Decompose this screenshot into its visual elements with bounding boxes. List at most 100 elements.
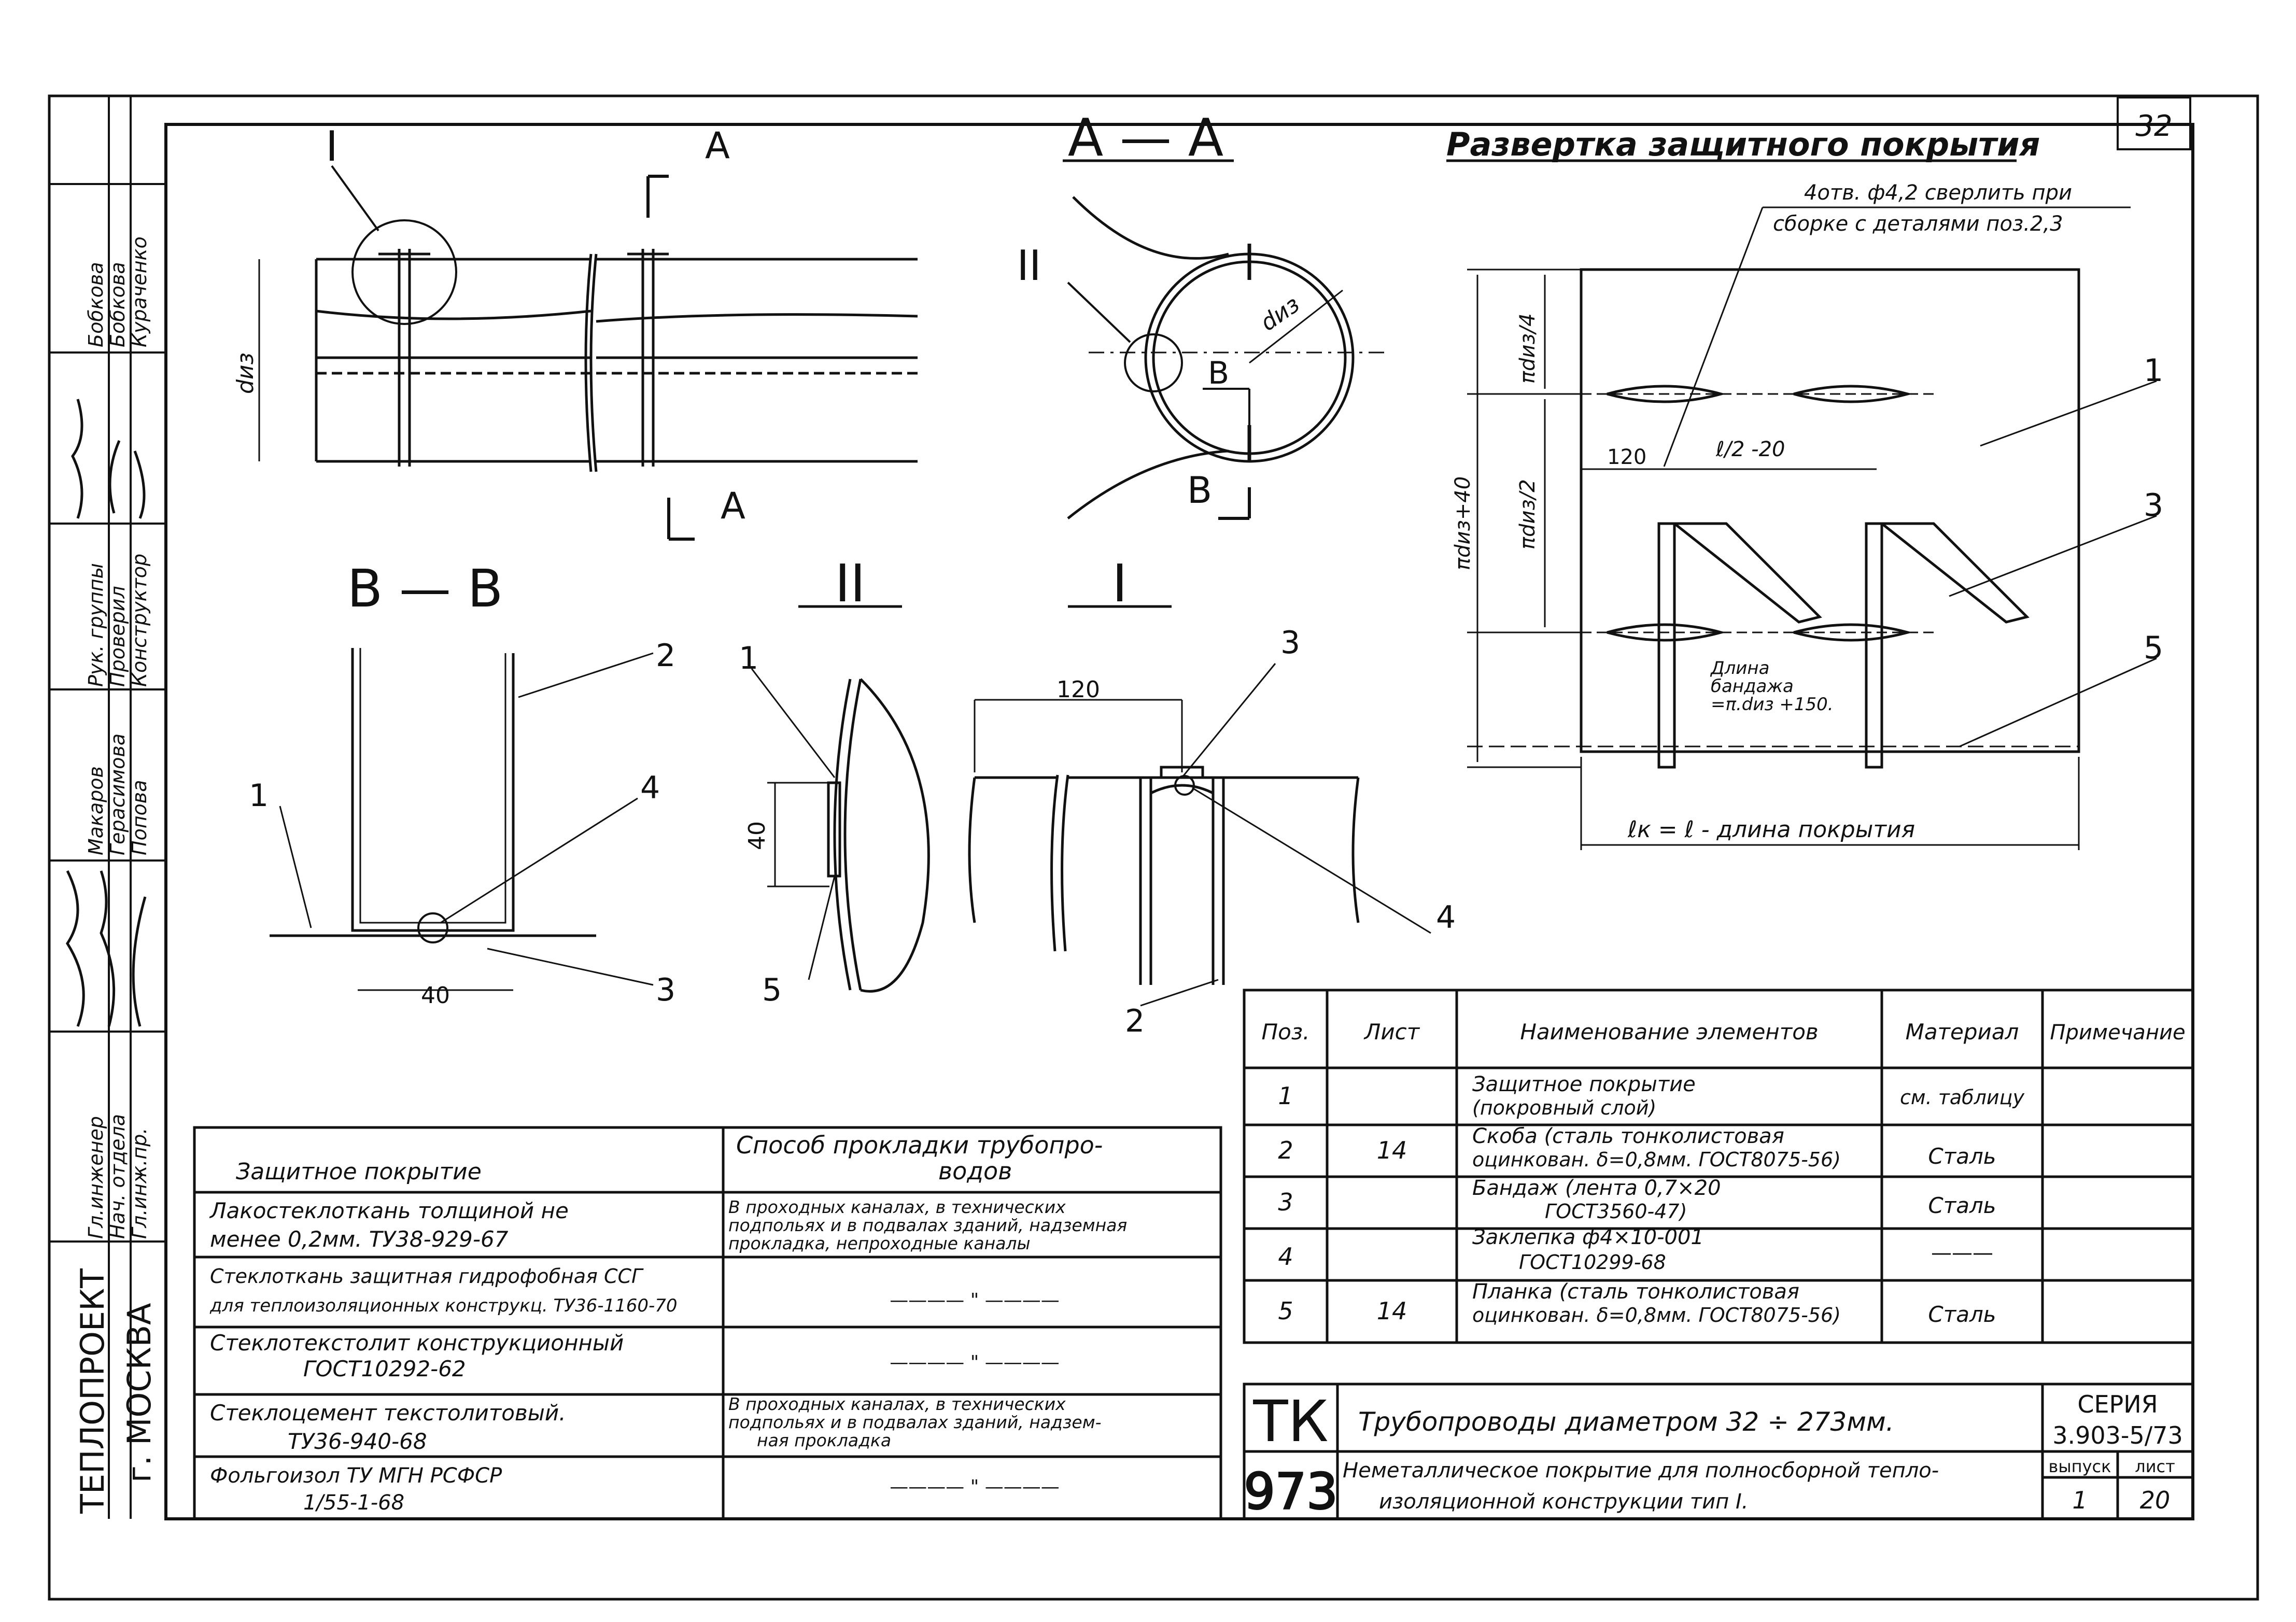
parts-header-note: Примечание	[2050, 1021, 2185, 1045]
parts-table	[1243, 989, 2194, 1344]
name-bottom-2: Герасимова	[106, 734, 129, 855]
parts-row4-pos: 4	[1278, 1243, 1293, 1271]
series-label: СЕРИЯ	[2077, 1390, 2158, 1418]
band-label-3: =π.dиз +150.	[1711, 694, 1834, 715]
coating-r1-c2b: подпольях и в подвалах зданий, надземная	[728, 1215, 1127, 1235]
coating-r5-c1b: 1/55-1-68	[303, 1491, 404, 1515]
section-bb-title: В — В	[347, 558, 503, 619]
coating-r3-c2a: ———— " ————	[890, 1352, 1059, 1373]
callouts: 1 2 3 4 1 5 3 4 2	[249, 625, 1456, 1039]
parts-row2-sheet: 14	[1377, 1136, 1407, 1164]
callout-1-II: 1	[739, 640, 758, 676]
coating-table	[193, 1126, 1222, 1520]
name-top-2: Бобкова	[106, 262, 129, 347]
sheet-value: 20	[2140, 1486, 2171, 1514]
parts-row5-material: Сталь	[1928, 1302, 1996, 1327]
dim-40-bb: 40	[421, 982, 450, 1009]
cut-mark-A-bottom: А	[721, 485, 745, 527]
callout-5-dev: 5	[2144, 630, 2163, 666]
parts-header-name: Наименование элементов	[1520, 1019, 1818, 1045]
code-bottom: 973	[1244, 1463, 1337, 1520]
cut-mark-B-inside: В	[1208, 355, 1229, 391]
series-value: 3.903-5/73	[2052, 1421, 2183, 1449]
coating-r2-c1b: для теплоизоляционных конструкц. ТУ36-11…	[209, 1295, 678, 1316]
band-label-2: бандажа	[1711, 676, 1794, 697]
parts-row5-pos: 5	[1278, 1297, 1293, 1325]
callout-4-I: 4	[1436, 899, 1456, 936]
parts-row5-name2: оцинкован. δ=0,8мм. ГОСТ8075-56)	[1472, 1304, 1841, 1327]
parts-row1-material: см. таблицу	[1900, 1086, 2024, 1109]
parts-header-pos: Поз.	[1262, 1019, 1310, 1045]
role-group-lead: Рук. группы	[84, 563, 107, 687]
parts-row1-pos: 1	[1278, 1082, 1293, 1110]
callout-4-bb: 4	[640, 770, 660, 806]
coating-r1-c2a: В проходных каналах, в технических	[728, 1197, 1066, 1217]
role-designer: Конструктор	[128, 554, 151, 687]
coating-header-1: Защитное покрытие	[236, 1159, 482, 1185]
org-city: г. МОСКВА	[120, 1303, 158, 1483]
coating-r5-c1a: Фольгоизол ТУ МГН РСФСР	[210, 1464, 502, 1488]
role-chief-engineer: Гл.инженер	[84, 1116, 107, 1239]
coating-r1-c2c: прокладка, непроходные каналы	[728, 1233, 1031, 1253]
role-chief-project-engineer: Гл.инж.пр.	[128, 1128, 151, 1239]
issue-label: выпуск	[2049, 1457, 2111, 1476]
detail-II-title: II	[835, 553, 866, 614]
name-bottom-1: Макаров	[84, 766, 107, 855]
sheet-number-box	[2117, 96, 2191, 150]
issue-value: 1	[2072, 1486, 2087, 1514]
coating-r4-c1a: Стеклоцемент текстолитовый.	[210, 1400, 566, 1426]
stamp-texts: Гл.инженер Нач. отдела Гл.инж.пр. Рук. г…	[66, 236, 158, 1514]
coating-r3-c1b: ГОСТ10292-62	[303, 1356, 466, 1381]
detail-I-drawing	[968, 663, 1431, 1007]
sheet-label: лист	[2135, 1457, 2175, 1476]
dim-pi-d-plus-40: πdиз+40	[1451, 476, 1475, 570]
dim-l-half-dev: ℓ/2 -20	[1715, 438, 1785, 461]
cut-mark-A-top: А	[705, 124, 730, 167]
role-dept-head: Нач. отдела	[106, 1114, 129, 1239]
title-line-2a: Неметаллическое покрытие для полносборно…	[1343, 1459, 1939, 1483]
name-bottom-3: Попова	[128, 780, 151, 855]
org-name: ТЕПЛОПРОЕКТ	[74, 1268, 111, 1514]
callout-1-bb: 1	[249, 778, 269, 814]
parts-row1-name2: (покровный слой)	[1472, 1096, 1656, 1119]
dim-pi-d-2: πdиз/2	[1516, 479, 1540, 549]
sheet-number: 32	[2135, 109, 2172, 143]
development-note-1: 4отв. ф4,2 сверлить при	[1804, 181, 2072, 205]
coating-table-text: Защитное покрытие Способ прокладки трубо…	[209, 1131, 1127, 1515]
parts-row2-material: Сталь	[1928, 1144, 1996, 1169]
name-top-3: Кураченко	[128, 236, 151, 347]
callout-3-I: 3	[1280, 625, 1300, 661]
coating-r1-c1a: Лакостеклоткань толщиной не	[209, 1198, 569, 1223]
mark-detail-II: II	[1017, 242, 1041, 290]
parts-row3-name2: ГОСТ3560-47)	[1545, 1200, 1687, 1223]
cut-mark-B-outside: В	[1187, 469, 1212, 512]
detail-II-drawing	[751, 668, 930, 993]
coating-r4-c2c: ная прокладка	[757, 1430, 891, 1450]
callout-3-bb: 3	[656, 972, 675, 1008]
title-line-1: Трубопроводы диаметром 32 ÷ 273мм.	[1358, 1407, 1894, 1437]
parts-row2-name1: Скоба (сталь тонколистовая	[1472, 1124, 1784, 1148]
parts-row1-name1: Защитное покрытие	[1472, 1073, 1696, 1096]
dim-diz-section: dиз	[1256, 291, 1305, 336]
parts-row5-sheet: 14	[1377, 1297, 1407, 1325]
parts-row3-name1: Бандаж (лента 0,7×20	[1472, 1176, 1721, 1200]
parts-table-text: Поз. Лист Наименование элементов Материа…	[1262, 1019, 2186, 1327]
role-checker: Проверил	[106, 586, 129, 687]
dim-40-detail-II: 40	[744, 821, 770, 850]
development-note-2: сборке с деталями поз.2,3	[1773, 212, 2063, 236]
coating-r4-c1b: ТУ36-940-68	[288, 1429, 427, 1454]
parts-row5-name1: Планка (сталь тонколистовая	[1472, 1280, 1799, 1304]
coating-r4-c2b: подпольях и в подвалах зданий, надзем-	[728, 1412, 1102, 1432]
development-title: Развертка защитного покрытия	[1446, 125, 2040, 163]
parts-row2-pos: 2	[1278, 1136, 1293, 1164]
coating-r1-c1b: менее 0,2мм. ТУ38-929-67	[210, 1226, 509, 1252]
development-drawing	[1467, 268, 2157, 850]
code-top: ТК	[1252, 1388, 1328, 1455]
parts-header-sheet: Лист	[1363, 1019, 1420, 1045]
development-length-label: ℓк = ℓ - длина покрытия	[1627, 816, 1915, 843]
section-aa-drawing	[1067, 196, 1389, 520]
parts-row4-name1: Заклепка ф4×10-001	[1472, 1225, 1704, 1249]
signatures-bottom	[66, 870, 147, 1027]
signatures-top	[71, 399, 146, 519]
callout-1-dev: 1	[2144, 352, 2163, 389]
